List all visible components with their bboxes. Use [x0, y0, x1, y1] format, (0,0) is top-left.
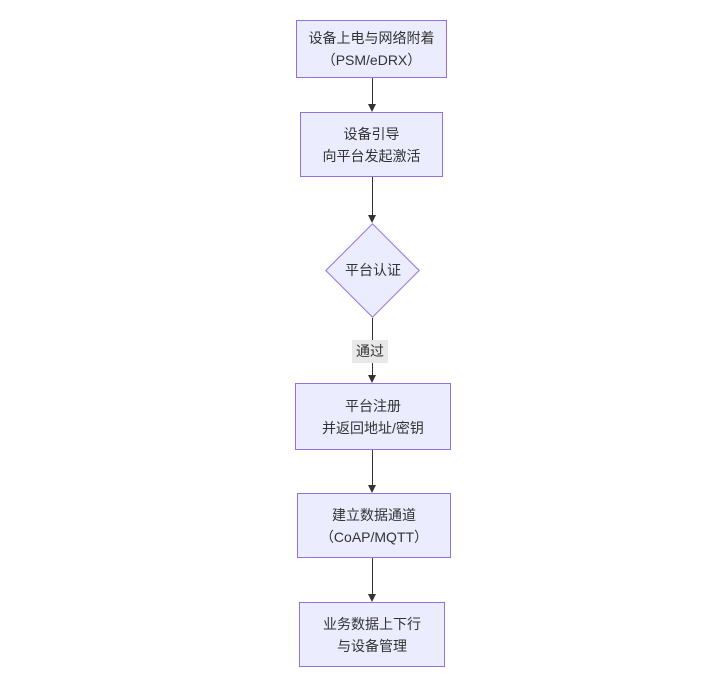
node-text-line: 设备引导	[343, 125, 400, 142]
node-text-line: （PSM/eDRX）	[321, 52, 422, 68]
arrowhead-icon	[368, 485, 376, 493]
node-text-line: 业务数据上下行	[323, 615, 421, 632]
node-text-line: 建立数据通道	[332, 506, 416, 523]
node-device-bootstrap: 设备引导 向平台发起激活	[300, 112, 443, 177]
connector-line	[372, 177, 373, 216]
connector-line	[372, 450, 373, 486]
node-business-data: 业务数据上下行 与设备管理	[299, 602, 445, 667]
arrowhead-icon	[368, 594, 376, 602]
node-text-line: 设备上电与网络附着	[308, 30, 435, 46]
node-text-line: 向平台发起激活	[322, 147, 421, 164]
connector-line	[372, 558, 373, 595]
node-platform-register: 平台注册 并返回地址/密钥	[295, 383, 451, 450]
node-data-channel: 建立数据通道 （CoAP/MQTT）	[297, 493, 451, 558]
arrowhead-icon	[368, 215, 376, 223]
node-text-line: 并返回地址/密钥	[322, 419, 424, 436]
node-text-line: 与设备管理	[337, 637, 407, 654]
node-text-line: 平台注册	[345, 397, 401, 414]
decision-platform-auth-label: 平台认证	[345, 262, 401, 278]
connector-line	[372, 78, 373, 105]
node-device-power-on: 设备上电与网络附着 （PSM/eDRX）	[296, 20, 447, 78]
arrowhead-icon	[368, 104, 376, 112]
arrowhead-icon	[368, 375, 376, 383]
edge-label-pass: 通过	[352, 340, 388, 363]
node-text-line: （CoAP/MQTT）	[319, 528, 429, 545]
